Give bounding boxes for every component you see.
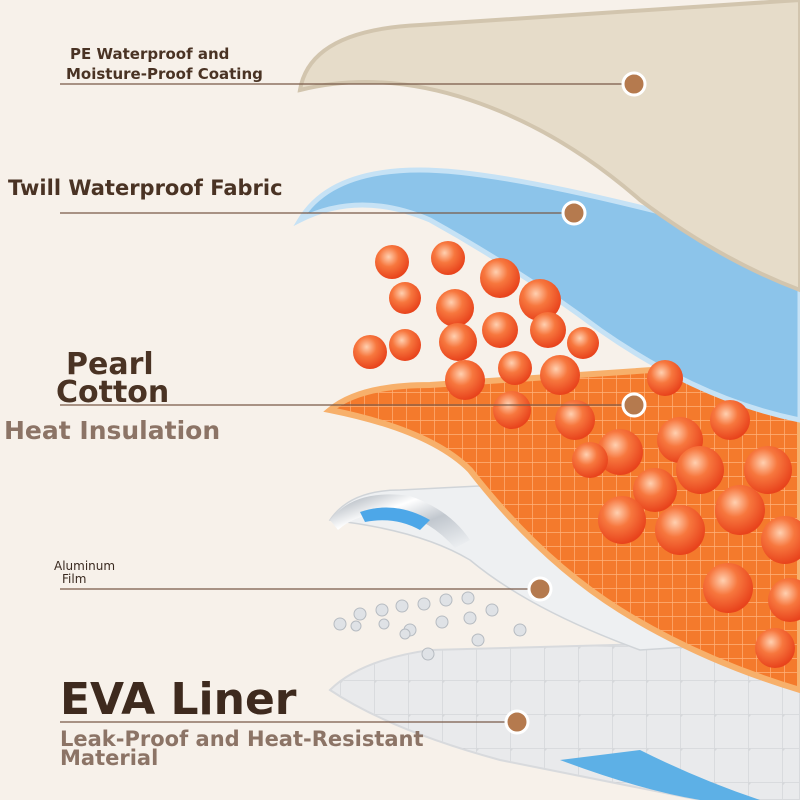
marker-dot-twill [561, 200, 587, 226]
aluminum-label-line-1: Aluminum [54, 559, 116, 573]
eva-blue-edge [560, 750, 760, 800]
pearl-label-line-1: Pearl [66, 347, 154, 382]
marker-dot-pe [621, 71, 647, 97]
marker-dot-aluminum [527, 576, 553, 602]
marker-dots [504, 71, 647, 735]
eva-label: EVA Liner [60, 674, 297, 725]
pe-label-line-1: PE Waterproof and [70, 45, 230, 63]
eva-layer-sheet [328, 638, 800, 800]
aluminum-foil-edge [330, 494, 470, 548]
pe-layer-sheet [297, 0, 800, 293]
silver-beads [333, 591, 527, 661]
leader-lines [60, 83, 622, 723]
pe-label-line-2: Moisture-Proof Coating [66, 65, 263, 83]
eva-subtitle-line-2: Material [60, 746, 159, 770]
aluminum-label-line-2: Film [62, 572, 87, 586]
twill-label: Twill Waterproof Fabric [8, 176, 283, 200]
pearl-subtitle: Heat Insulation [4, 416, 221, 445]
heat-balls [353, 241, 800, 668]
pearl-label-line-2: Cotton [56, 375, 170, 410]
marker-dot-pearl [621, 392, 647, 418]
aluminum-blue-edge [360, 507, 430, 530]
eva-subtitle-line-1: Leak-Proof and Heat-Resistant [60, 727, 424, 751]
marker-dot-eva [504, 709, 530, 735]
